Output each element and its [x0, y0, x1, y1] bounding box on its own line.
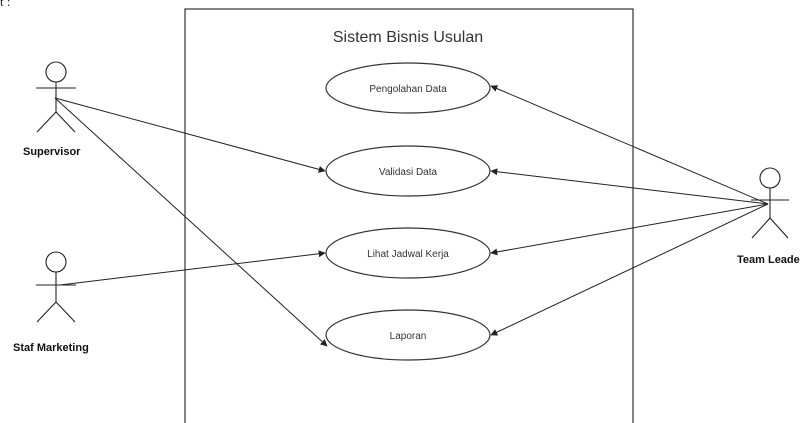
use-case-label: Validasi Data — [379, 167, 438, 178]
use-case-pengolahan-data[interactable]: Pengolahan Data — [325, 62, 491, 114]
actor-label-supervisor: Supervisor — [23, 146, 81, 158]
actor-staf-marketing[interactable] — [36, 251, 76, 323]
use-case-laporan[interactable]: Laporan — [325, 309, 491, 361]
actor-head — [759, 167, 781, 189]
use-case-lihat-jadwal-kerja[interactable]: Lihat Jadwal Kerja — [325, 227, 491, 279]
association-supervisor-validasi — [54, 97, 326, 173]
actor-team-leader[interactable] — [751, 167, 789, 239]
association-team-jadwal — [490, 203, 769, 256]
association-team-pengolahan — [490, 85, 769, 205]
actor-supervisor[interactable] — [36, 61, 76, 133]
associations — [54, 85, 769, 347]
association-team-validasi — [490, 168, 769, 205]
actor-label-team-leader: Team Leade — [737, 254, 800, 266]
association-team-laporan — [490, 203, 769, 336]
use-case-label: Laporan — [390, 331, 427, 342]
actor-head — [45, 61, 67, 83]
stray-text: t : — [0, 0, 11, 9]
use-case-label: Pengolahan Data — [369, 84, 447, 95]
use-case-validasi-data[interactable]: Validasi Data — [325, 145, 491, 197]
system-boundary — [184, 8, 634, 423]
use-case-label: Lihat Jadwal Kerja — [367, 249, 449, 260]
actor-head — [45, 251, 67, 273]
association-staf-jadwal — [59, 250, 326, 286]
actor-label-staf-marketing: Staf Marketing — [13, 342, 89, 354]
association-supervisor-laporan — [54, 97, 328, 347]
system-title: Sistem Bisnis Usulan — [333, 29, 483, 46]
